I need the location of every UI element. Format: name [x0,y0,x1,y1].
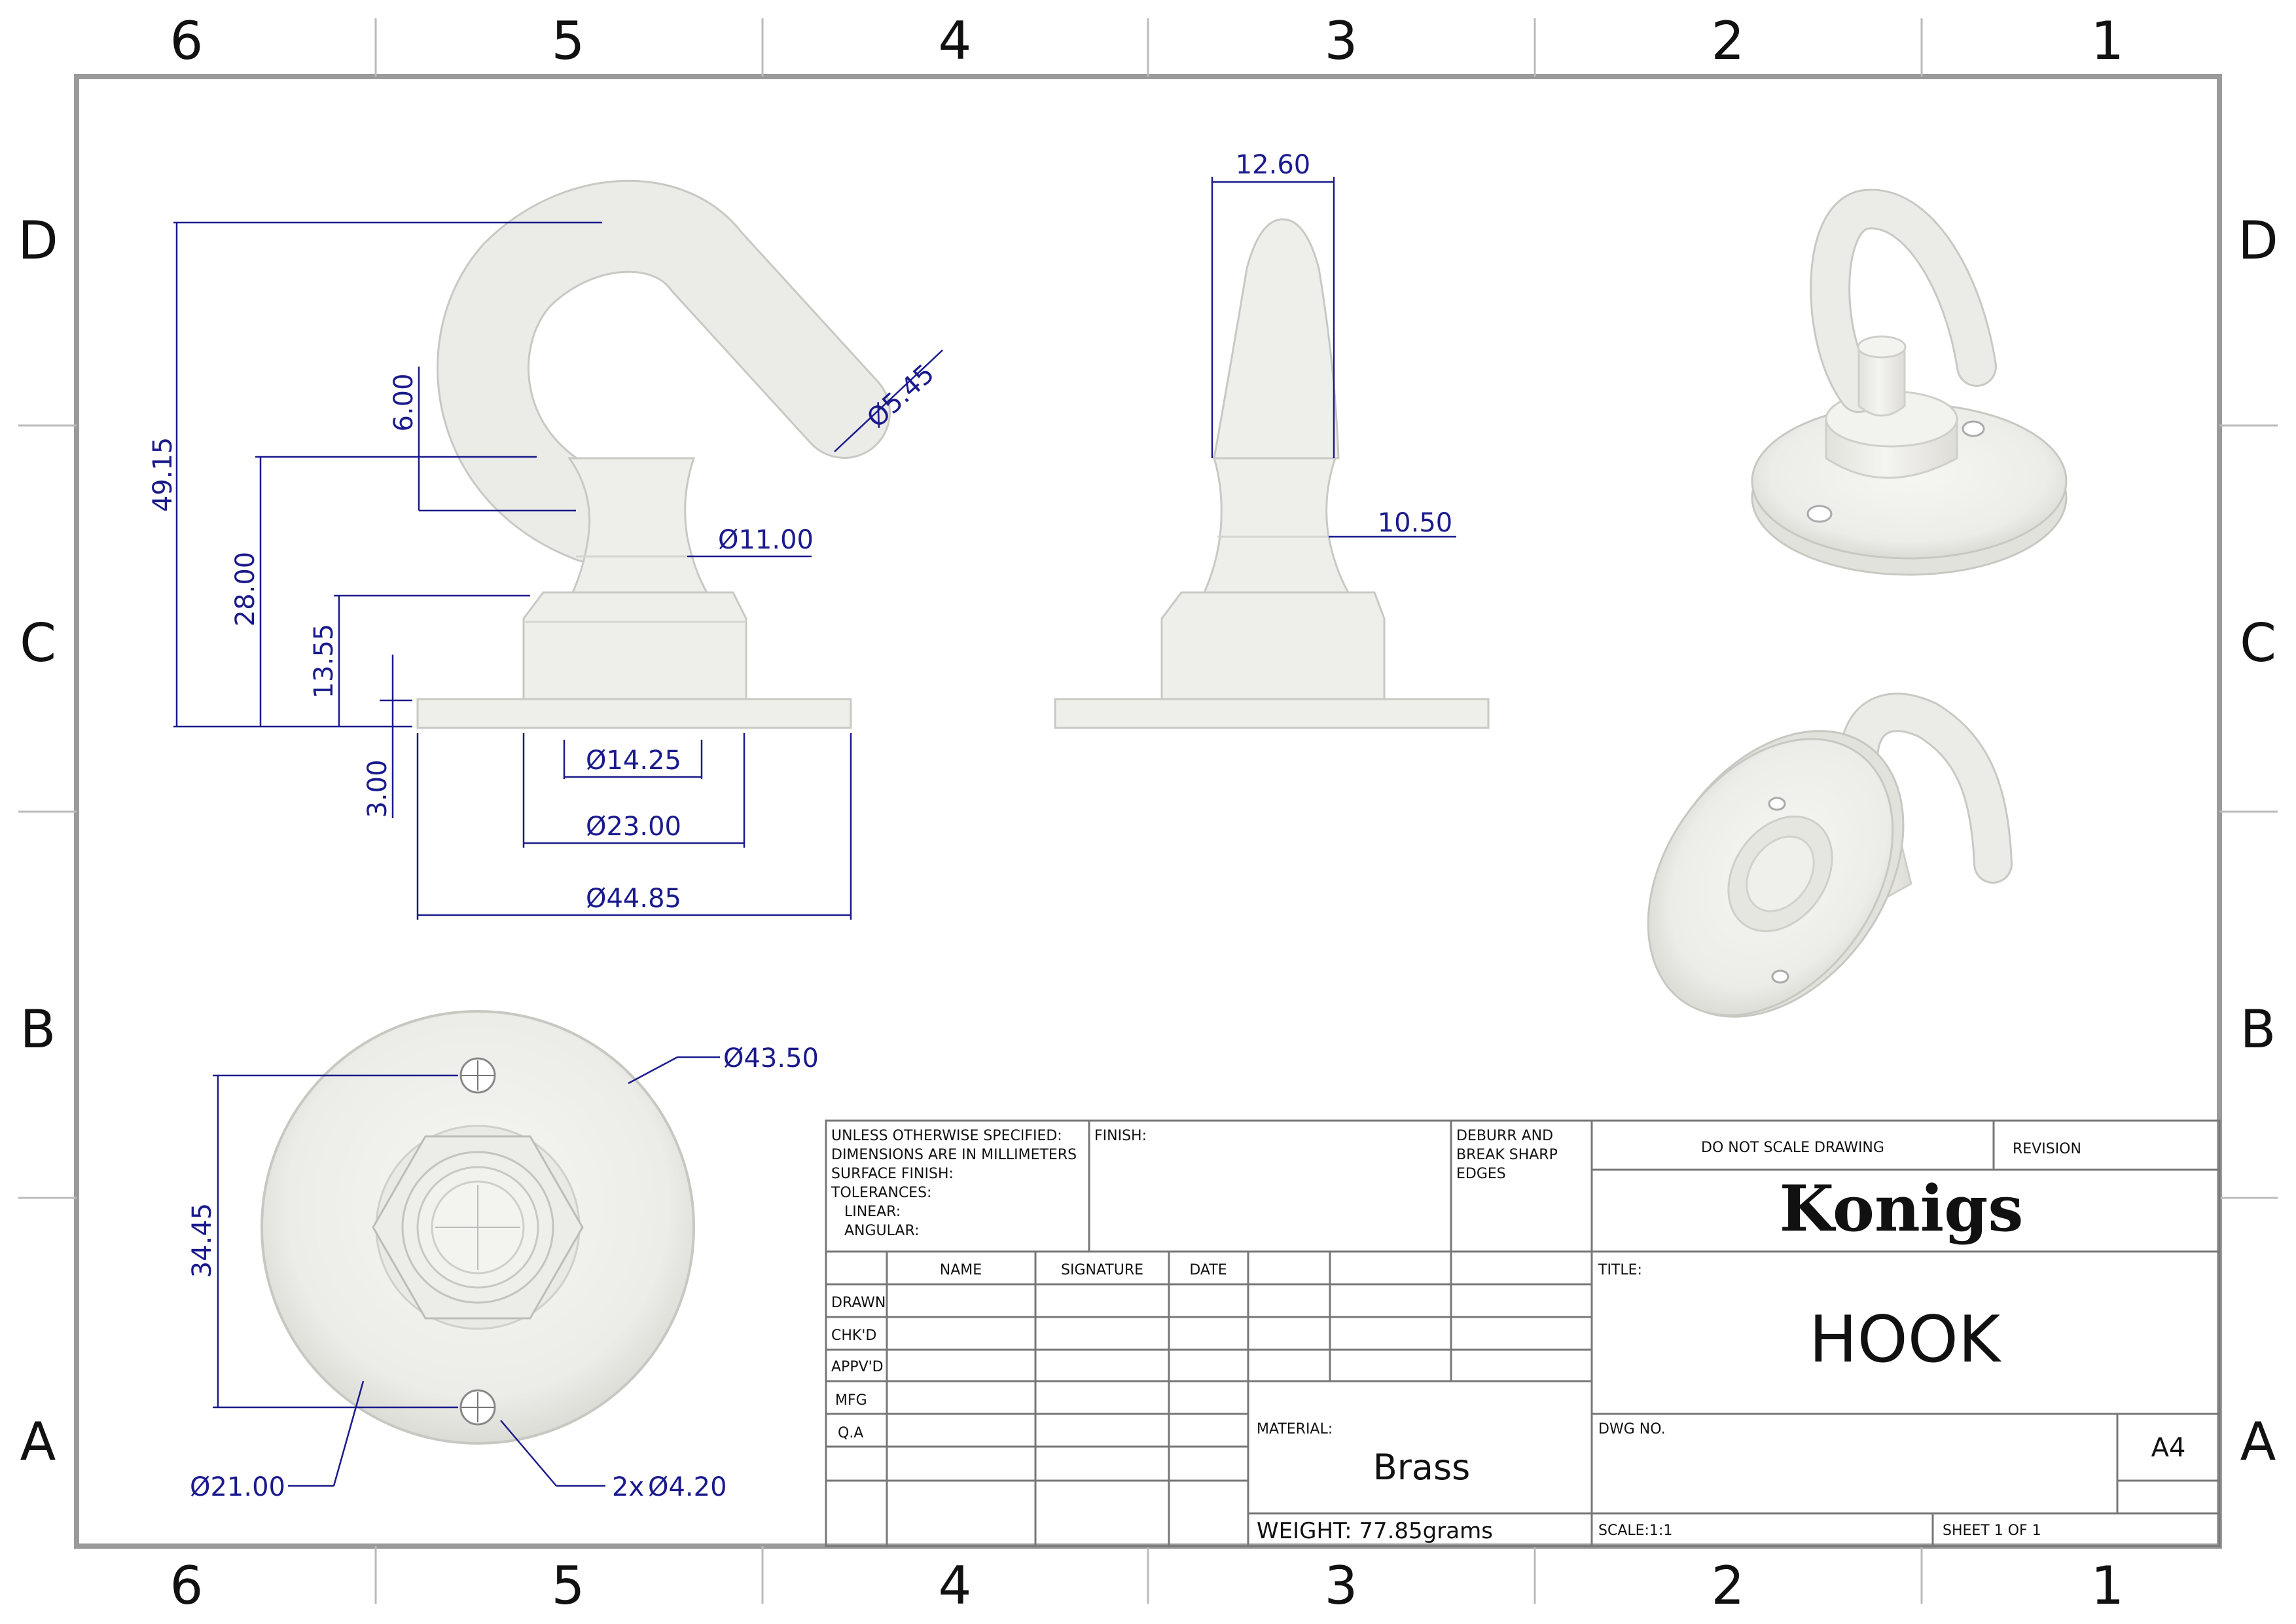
deburr-note: DEBURR AND BREAK SHARP EDGES [1456,1128,1558,1182]
dim-pitch-circle-diameter: Ø43.50 [723,1043,819,1074]
zone-columns-bottom: 6 5 4 3 2 1 [170,1555,2125,1616]
zone-row-a-right: A [2240,1411,2276,1472]
bottom-view: 34.45 Ø43.50 Ø21.00 2x Ø4.20 [187,1010,819,1502]
weight-value: WEIGHT: 77.85grams [1257,1518,1493,1544]
row-mfg: MFG [835,1392,867,1409]
isometric-view-bottom [1647,693,2013,1018]
dim-flange-diameter: Ø44.85 [586,884,681,914]
header-name: NAME [940,1262,982,1278]
bottom-view-dimensions [213,1056,720,1487]
dim-boss-height: 13.55 [309,624,339,699]
zone-col-4-bottom: 4 [939,1555,972,1616]
material-label: MATERIAL: [1257,1421,1333,1437]
dim-neck-height: 28.00 [230,552,260,627]
deburr-line-3: EDGES [1456,1166,1506,1182]
zone-col-5-bottom: 5 [552,1555,585,1616]
dim-hole-count: 2x [612,1472,644,1502]
material-value: Brass [1373,1447,1471,1488]
dwg-no-label: DWG NO. [1598,1421,1666,1437]
row-drawn: DRAWN [831,1295,886,1311]
drawing-title: HOOK [1809,1303,2002,1377]
dim-neck-width: 10.50 [1378,508,1453,538]
note-line-5: LINEAR: [844,1204,901,1220]
zone-row-b-right: B [2240,999,2276,1060]
side-view: 12.60 10.50 [1054,150,1490,729]
dim-hub-diameter: Ø21.00 [190,1472,285,1502]
title-block-notes: UNLESS OTHERWISE SPECIFIED: DIMENSIONS A… [831,1128,1077,1239]
zone-row-c: C [20,613,56,674]
zone-col-6: 6 [170,10,204,71]
row-qa: Q.A [838,1425,863,1441]
dim-neck-diameter: Ø11.00 [718,525,814,555]
dim-hole-diameter: Ø4.20 [648,1472,727,1502]
zone-col-5: 5 [552,10,585,71]
dim-hole-spacing: 34.45 [187,1203,217,1278]
front-view: 49.15 28.00 13.55 3.00 6.00 Ø5.45 Ø11.00… [148,179,943,920]
dim-top-width: 12.60 [1236,150,1311,180]
zone-row-d-right: D [2238,210,2278,271]
dim-boss-diameter: Ø23.00 [586,812,681,842]
sheet-size: A4 [2151,1433,2186,1463]
note-line-6: ANGULAR: [844,1223,920,1239]
note-line-4: TOLERANCES: [831,1185,931,1201]
dim-boss-small-diameter: Ø14.25 [586,746,681,776]
signature-table-headers: NAME SIGNATURE DATE [940,1262,1227,1278]
zone-col-3: 3 [1325,10,1358,71]
side-view-dimensions [1211,177,1456,538]
zone-row-b: B [20,999,56,1060]
do-not-scale-label: DO NOT SCALE DRAWING [1701,1140,1884,1156]
zone-row-d: D [18,210,58,271]
zone-col-4: 4 [939,10,972,71]
title-block [825,1119,2221,1547]
dim-overall-height: 49.15 [148,437,178,513]
signature-table-rows: DRAWN CHK'D APPV'D MFG Q.A [831,1295,886,1441]
dim-flange-thickness: 3.00 [363,759,393,818]
scale-value: SCALE:1:1 [1598,1523,1672,1539]
zone-row-c-right: C [2240,613,2276,674]
zone-rows-left: D C B A [18,210,58,1472]
row-approved: APPV'D [831,1359,884,1375]
deburr-line-2: BREAK SHARP [1456,1147,1558,1163]
zone-columns-top: 6 5 4 3 2 1 [170,10,2125,71]
zone-col-6-bottom: 6 [170,1555,204,1616]
zone-col-1: 1 [2091,10,2125,71]
sheet-number: SHEET 1 OF 1 [1943,1523,2041,1539]
dim-neck-gap: 6.00 [389,373,419,431]
finish-label: FINISH: [1094,1128,1147,1144]
zone-col-2: 2 [1712,10,1745,71]
zone-col-1-bottom: 1 [2091,1555,2125,1616]
zone-rows-right: D C B A [2238,210,2278,1472]
zone-col-2-bottom: 2 [1712,1555,1745,1616]
title-label: TITLE: [1598,1262,1642,1278]
row-checked: CHK'D [831,1327,876,1344]
company-logo: Konigs [1780,1172,2024,1246]
note-line-1: UNLESS OTHERWISE SPECIFIED: [831,1128,1062,1144]
note-line-3: SURFACE FINISH: [831,1166,954,1182]
front-view-dimensions [173,221,943,920]
header-signature: SIGNATURE [1061,1262,1143,1278]
zone-col-3-bottom: 3 [1325,1555,1358,1616]
note-line-2: DIMENSIONS ARE IN MILLIMETERS [831,1147,1077,1163]
isometric-view-top [1751,189,2068,576]
deburr-line-1: DEBURR AND [1456,1128,1553,1144]
revision-label: REVISION [2013,1141,2081,1157]
zone-row-a: A [20,1411,56,1472]
header-date: DATE [1189,1262,1227,1278]
